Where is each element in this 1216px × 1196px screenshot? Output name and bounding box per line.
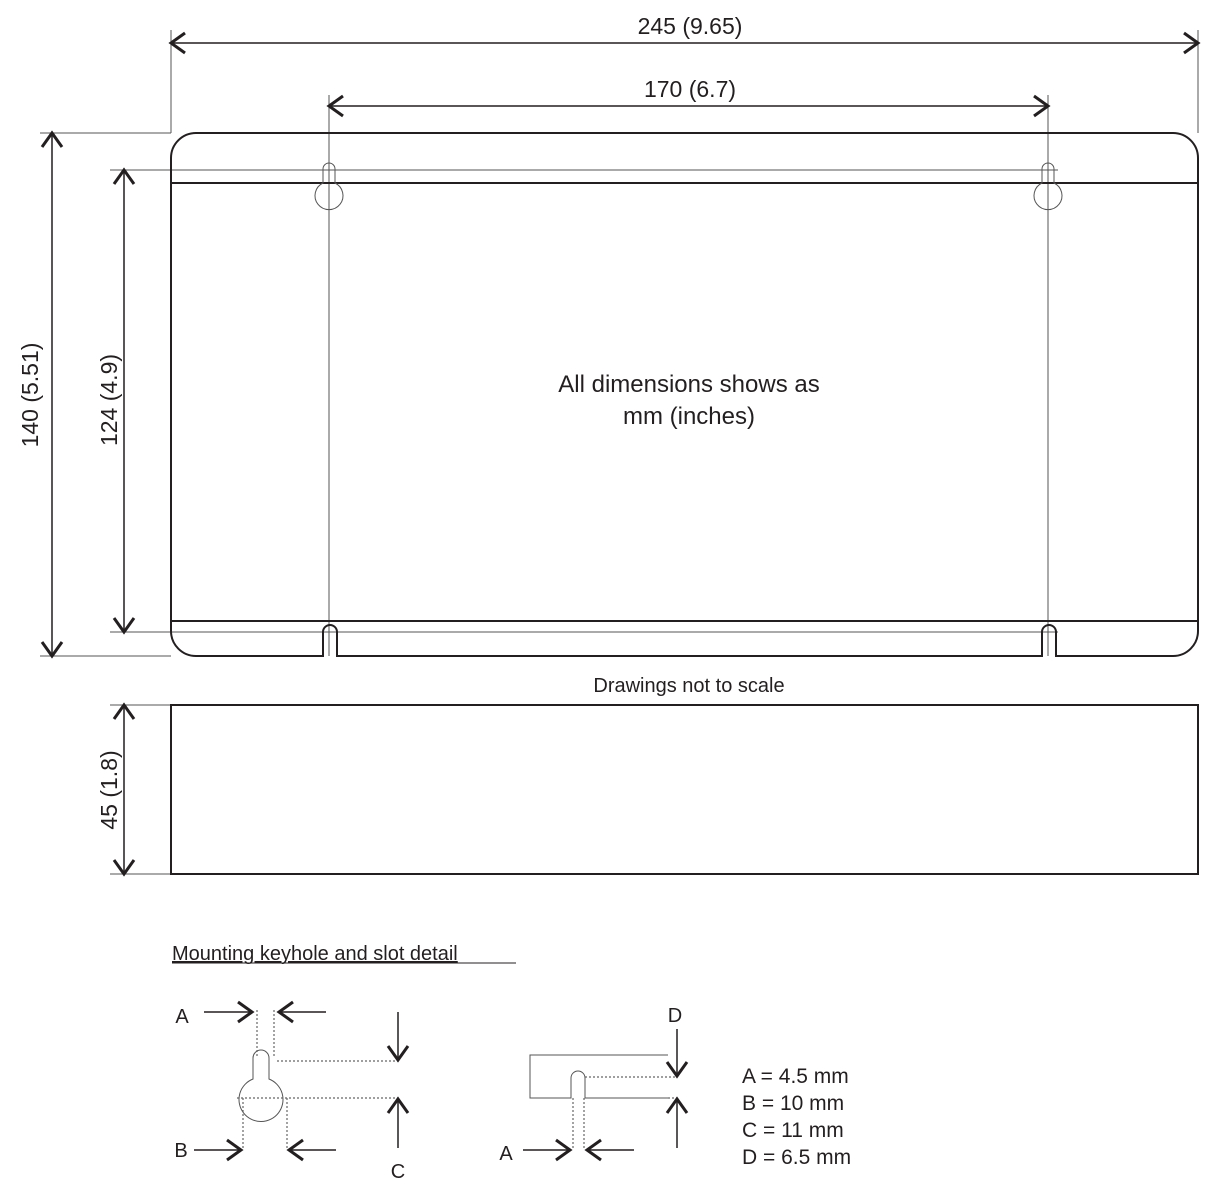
front-view: All dimensions shows as mm (inches) (170, 132, 1199, 657)
dimension-legend: A = 4.5 mm B = 10 mm C = 11 mm D = 6.5 m… (742, 1065, 851, 1169)
keyhole-left (314, 162, 344, 211)
scale-note: Drawings not to scale (593, 675, 784, 697)
label-b: B (174, 1140, 187, 1162)
units-note-line2: mm (inches) (623, 403, 755, 430)
svg-text:140 (5.51): 140 (5.51) (17, 343, 43, 448)
svg-text:124 (4.9): 124 (4.9) (96, 354, 122, 446)
dimension-depth: 45 (1.8) (96, 750, 122, 829)
legend-c: C = 11 mm (742, 1119, 844, 1142)
legend-b: B = 10 mm (742, 1092, 844, 1115)
label-a-slot: A (499, 1143, 513, 1165)
detail-title: Mounting keyhole and slot detail (172, 943, 458, 965)
dimension-width-overall: 245 (9.65) (168, 13, 1201, 55)
keyhole-detail: A B C (174, 1000, 410, 1183)
plate-outline (170, 132, 1199, 657)
dimension-height-overall: 140 (5.51) (17, 130, 64, 659)
units-note-line1: All dimensions shows as (558, 371, 819, 398)
slot-detail: D A (499, 1005, 689, 1165)
svg-text:245 (9.65): 245 (9.65) (638, 13, 743, 39)
legend-a: A = 4.5 mm (742, 1065, 849, 1088)
label-c: C (391, 1161, 405, 1183)
extension-lines (40, 30, 1199, 875)
dimension-hole-spacing: 170 (6.7) (326, 76, 1051, 118)
dimension-hole-height: 124 (4.9) (96, 167, 136, 635)
side-view: 45 (1.8) (96, 702, 1199, 877)
legend-d: D = 6.5 mm (742, 1146, 851, 1169)
keyhole-right (1033, 162, 1063, 211)
svg-text:170 (6.7): 170 (6.7) (644, 76, 736, 102)
label-d: D (668, 1005, 682, 1027)
label-a: A (175, 1006, 189, 1028)
